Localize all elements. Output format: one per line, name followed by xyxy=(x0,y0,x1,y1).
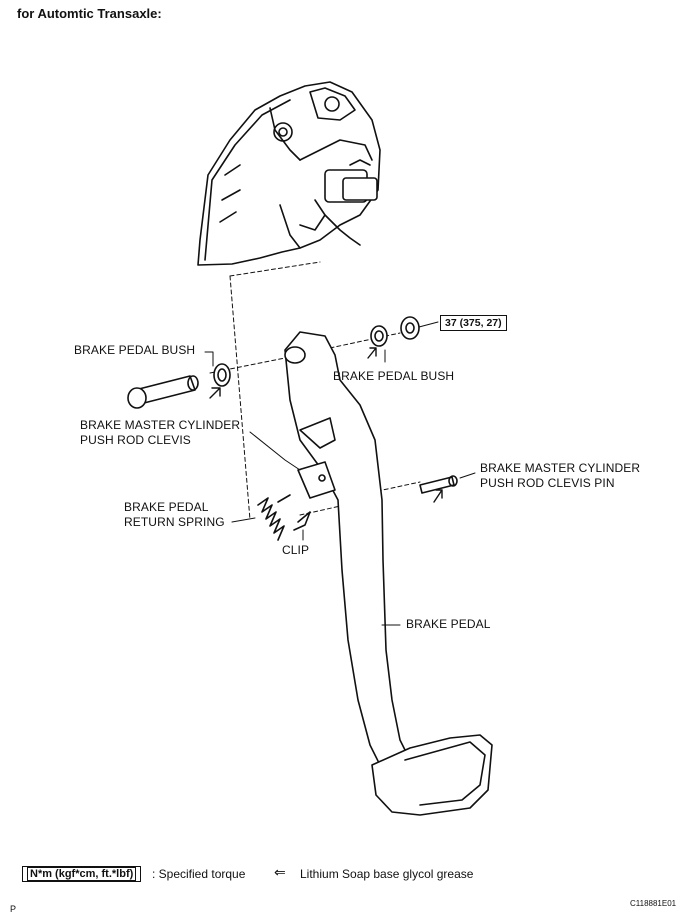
torque-unit-text: N*m (kgf*cm, ft.*lbf) xyxy=(27,867,137,881)
label-brake-pedal: BRAKE PEDAL xyxy=(406,617,491,631)
page-mark: P xyxy=(10,904,17,914)
grease-arrow-icon xyxy=(209,387,221,399)
right-pedal-bush xyxy=(370,325,388,347)
left-pedal-bush xyxy=(213,363,231,387)
label-return-spring-line1: BRAKE PEDAL xyxy=(124,500,209,514)
label-clip: CLIP xyxy=(282,543,310,557)
label-return-spring-line2: RETURN SPRING xyxy=(124,515,225,529)
push-rod-clevis xyxy=(297,461,336,499)
label-push-rod-clevis-pin-line2: PUSH ROD CLEVIS PIN xyxy=(480,476,615,490)
return-spring xyxy=(257,494,291,541)
label-brake-pedal-bush-left: BRAKE PEDAL BUSH xyxy=(74,343,196,357)
brake-pedal-pad xyxy=(371,734,493,816)
label-push-rod-clevis-pin: BRAKE MASTER CYLINDER PUSH ROD CLEVIS PI… xyxy=(480,461,640,491)
pedal-bolt xyxy=(127,375,199,409)
grease-arrow-icon: ⇐ xyxy=(274,864,286,880)
grease-arrow-icon xyxy=(367,347,377,359)
label-push-rod-clevis-pin-line1: BRAKE MASTER CYLINDER xyxy=(480,461,641,475)
grease-arrow-icon xyxy=(433,489,443,503)
figure-id: C118881E01 xyxy=(630,899,677,908)
brake-pedal-arm xyxy=(284,331,411,766)
pedal-support-bracket xyxy=(197,81,381,266)
pedal-nut xyxy=(400,316,420,340)
clevis-pin xyxy=(419,475,458,494)
label-push-rod-clevis-line2: PUSH ROD CLEVIS xyxy=(80,433,191,447)
page-title: for Automtic Transaxle: xyxy=(17,6,162,21)
legend-grease-desc: Lithium Soap base glycol grease xyxy=(300,867,474,881)
torque-unit-box: N*m (kgf*cm, ft.*lbf) xyxy=(22,866,142,882)
clip xyxy=(293,511,311,531)
label-push-rod-clevis-line1: BRAKE MASTER CYLINDER xyxy=(80,418,241,432)
torque-spec-box: 37 (375, 27) xyxy=(440,315,507,331)
label-return-spring: BRAKE PEDAL RETURN SPRING xyxy=(124,500,225,530)
legend-torque-desc: : Specified torque xyxy=(152,867,246,881)
label-push-rod-clevis: BRAKE MASTER CYLINDER PUSH ROD CLEVIS xyxy=(80,418,240,448)
label-brake-pedal-bush-right: BRAKE PEDAL BUSH xyxy=(333,369,455,383)
